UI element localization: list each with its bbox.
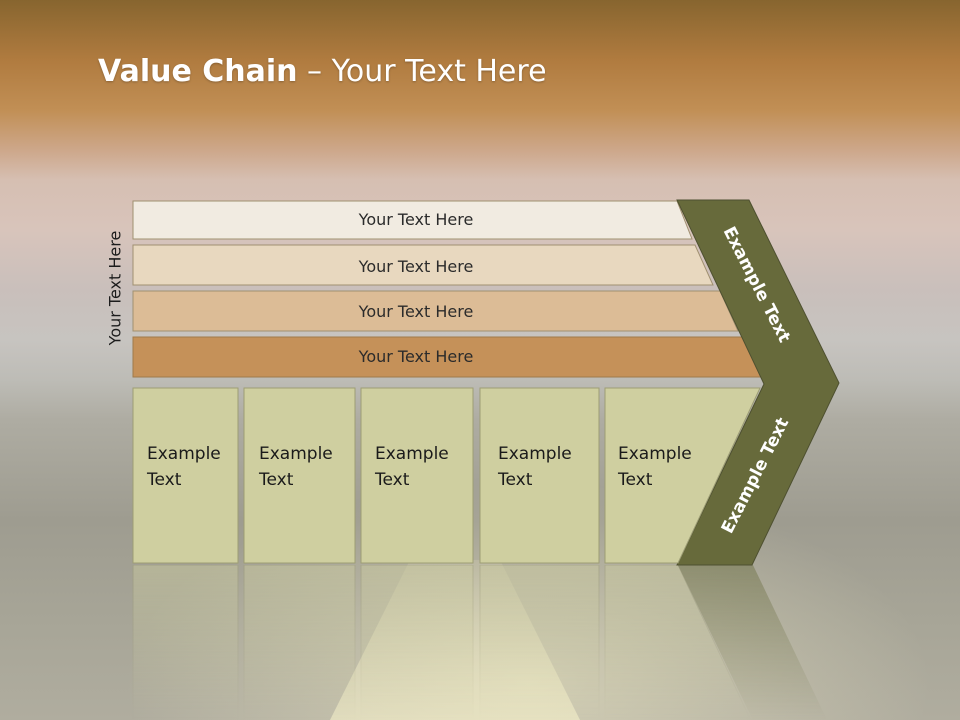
bar-3-label: Your Text Here — [358, 302, 474, 321]
box-1: Example Text — [132, 387, 239, 564]
bar-2-shape — [132, 244, 714, 286]
box-2-line1: Example — [259, 444, 333, 464]
bar-3: Your Text Here — [132, 290, 739, 332]
box-2: Example Text — [243, 387, 356, 564]
bar-4-label: Your Text Here — [358, 347, 474, 366]
slide-title: Value Chain – Your Text Here — [98, 54, 547, 89]
box-5-line2: Text — [617, 470, 653, 490]
box-4: Example Text — [479, 387, 600, 564]
box-3-shape — [360, 387, 474, 564]
diagram-reflection — [132, 563, 828, 720]
box-3-line1: Example — [375, 444, 449, 464]
box-1-line2: Text — [146, 470, 182, 490]
box-2-shape — [243, 387, 356, 564]
box-4-line1: Example — [498, 444, 572, 464]
box-4-shape — [479, 387, 600, 564]
activity-boxes: Example Text Example Text Example Text E… — [132, 387, 761, 564]
box-1-line1: Example — [147, 444, 221, 464]
bar-1: Your Text Here — [132, 200, 693, 240]
box-1-shape — [132, 387, 239, 564]
bar-2: Your Text Here — [132, 244, 714, 286]
box-4-line2: Text — [497, 470, 533, 490]
bar-1-label: Your Text Here — [358, 210, 474, 229]
box-3-line2: Text — [374, 470, 410, 490]
chevron-shape — [676, 199, 840, 566]
title-bold: Value Chain — [98, 54, 298, 89]
box-5-shape — [604, 387, 761, 564]
box-2-line2: Text — [258, 470, 294, 490]
bar-1-shape — [132, 200, 693, 240]
bar-stack: Your Text Here Your Text Here Your Text … — [132, 200, 763, 378]
box-3: Example Text — [360, 387, 474, 564]
bar-2-label: Your Text Here — [358, 257, 474, 276]
box-5: Example Text — [604, 387, 761, 564]
title-rest: – Your Text Here — [297, 54, 547, 89]
bar-3-shape — [132, 290, 739, 332]
bar-4: Your Text Here — [132, 336, 763, 378]
box-5-line1: Example — [618, 444, 692, 464]
